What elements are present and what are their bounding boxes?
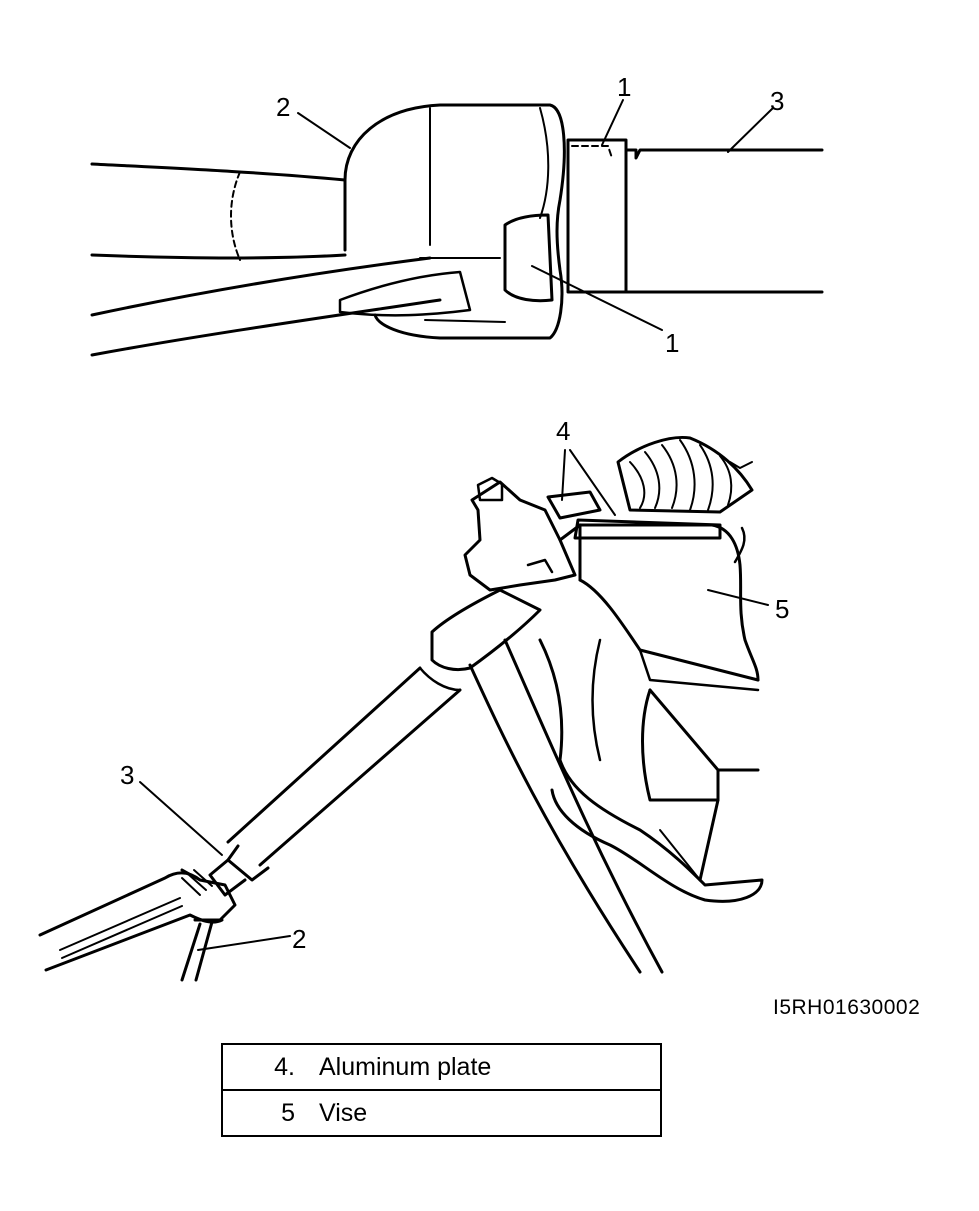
legend-text: Vise	[319, 1098, 368, 1127]
wrench-1	[566, 138, 628, 294]
tie-rod	[226, 666, 422, 844]
callout-3-top: 3	[770, 86, 785, 116]
gear-housing	[463, 480, 577, 592]
wrench-handle	[90, 256, 432, 317]
callout-5: 5	[775, 594, 790, 624]
vise-body	[576, 523, 760, 682]
nut	[503, 213, 554, 303]
legend-number: 5	[281, 1098, 295, 1127]
callout-1-lower: 1	[665, 328, 680, 358]
callout-2-bottom: 2	[292, 924, 307, 954]
rack-boot	[616, 435, 754, 514]
legend-row: 4. Aluminum plate	[223, 1045, 660, 1089]
tie-rod-end	[90, 162, 347, 182]
aluminum-plate	[546, 490, 602, 520]
legend-table: 4. Aluminum plate 5 Vise	[221, 1043, 662, 1137]
wrench-head	[343, 103, 566, 340]
legend-row: 5 Vise	[223, 1089, 660, 1135]
bottom-view	[38, 435, 769, 982]
rack-housing	[624, 148, 824, 160]
top-view	[90, 99, 824, 357]
tie-rod-joint	[430, 588, 542, 672]
legend-number: 4.	[274, 1052, 295, 1081]
callout-2-top: 2	[276, 92, 291, 122]
callout-4: 4	[556, 416, 571, 446]
aluminum-plate	[573, 518, 722, 540]
figure-code: I5RH01630002	[773, 996, 921, 1019]
legend-text: Aluminum plate	[319, 1052, 492, 1081]
vise-base	[538, 638, 764, 903]
callout-1-top: 1	[617, 72, 632, 102]
callout-3-bottom: 3	[120, 760, 135, 790]
